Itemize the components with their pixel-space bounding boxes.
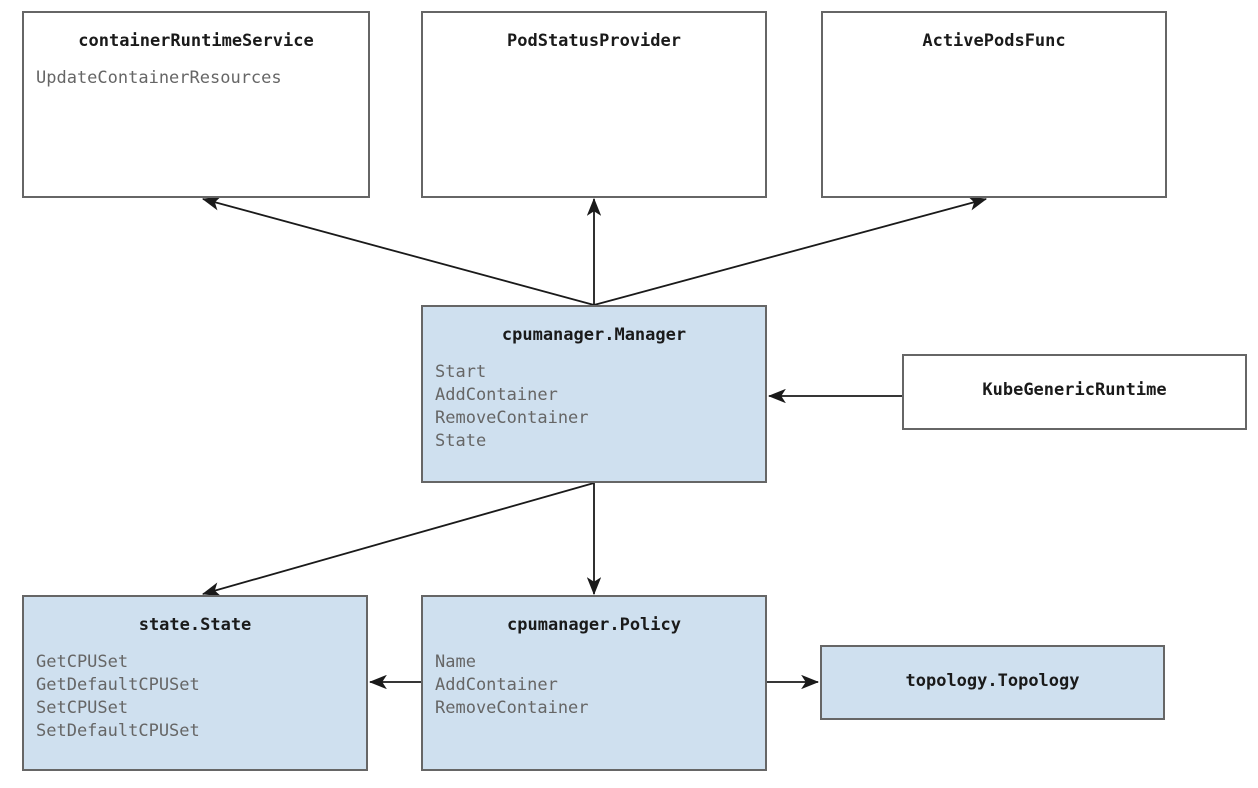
class-box-member: State bbox=[435, 431, 487, 451]
class-box-active-pods-func[interactable]: ActivePodsFunc bbox=[821, 11, 1167, 198]
class-box-member: RemoveContainer bbox=[435, 698, 589, 718]
class-box-title: containerRuntimeService bbox=[78, 31, 314, 51]
class-box-title: cpumanager.Manager bbox=[501, 325, 687, 345]
class-box-kube-generic-runtime[interactable]: KubeGenericRuntime bbox=[902, 354, 1247, 430]
class-box-member: AddContainer bbox=[435, 675, 558, 695]
class-box-member: RemoveContainer bbox=[435, 408, 589, 428]
class-box-member: GetDefaultCPUSet bbox=[36, 675, 200, 695]
class-box-member-list: UpdateContainerResources bbox=[24, 67, 368, 90]
class-box-topology-topology[interactable]: topology.Topology bbox=[820, 645, 1165, 720]
class-box-title: KubeGenericRuntime bbox=[982, 380, 1167, 400]
class-box-member: UpdateContainerResources bbox=[36, 68, 282, 88]
arrow-manager-to-active-pods-func bbox=[593, 196, 988, 306]
arrow-manager-to-container-runtime-service bbox=[201, 196, 595, 306]
class-box-member: SetCPUSet bbox=[36, 698, 129, 718]
class-box-member: Start bbox=[435, 362, 487, 382]
class-box-title: topology.Topology bbox=[905, 671, 1080, 691]
class-box-title: cpumanager.Policy bbox=[507, 615, 681, 635]
class-box-title: state.State bbox=[138, 615, 252, 635]
class-box-member: AddContainer bbox=[435, 385, 558, 405]
class-box-title: PodStatusProvider bbox=[507, 31, 681, 51]
class-box-pod-status-provider[interactable]: PodStatusProvider bbox=[421, 11, 767, 198]
class-box-member: Name bbox=[435, 652, 476, 672]
class-box-title: ActivePodsFunc bbox=[922, 31, 1066, 51]
arrow-manager-to-state bbox=[201, 482, 595, 597]
class-box-member: GetCPUSet bbox=[36, 652, 129, 672]
class-box-member: SetDefaultCPUSet bbox=[36, 721, 200, 741]
